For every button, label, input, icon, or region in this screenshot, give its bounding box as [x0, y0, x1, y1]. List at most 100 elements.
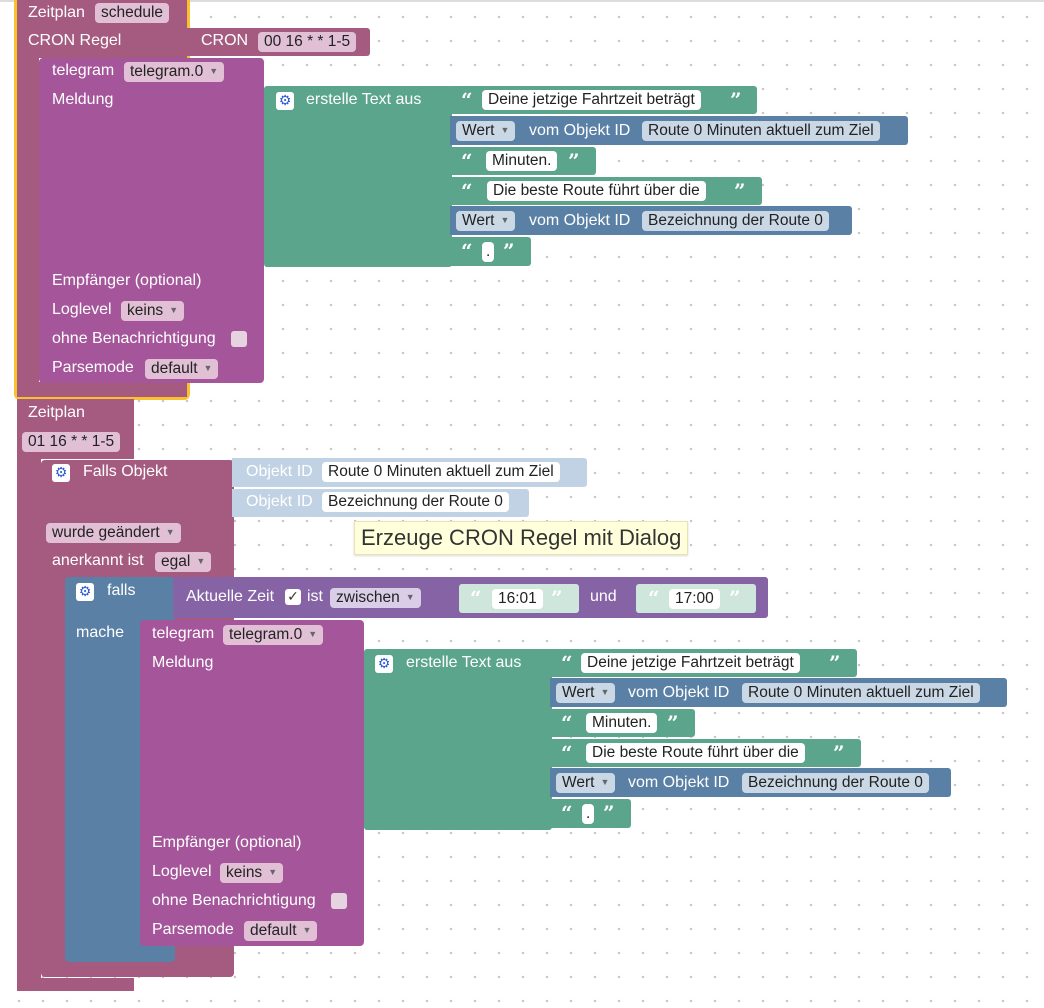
dropdown-arrow-icon: ▼ [500, 215, 510, 225]
parsemode-label: Parsemode [52, 359, 134, 376]
loglevel-dropdown[interactable]: keins ▼ [220, 863, 284, 883]
dropdown-arrow-icon: ▼ [203, 363, 213, 373]
erstelle-text-block-1[interactable] [264, 86, 452, 267]
tooltip: Erzeuge CRON Regel mit Dialog [354, 521, 689, 555]
ohne-benachrichtigung-checkbox[interactable] [231, 331, 247, 347]
objekt-id-field[interactable]: Route 0 Minuten aktuell zum Ziel [742, 683, 980, 703]
quote-open-icon: “ [561, 711, 573, 735]
wert-value: Wert [462, 212, 495, 229]
telegram-instance-dropdown[interactable]: telegram.0▼ [124, 62, 225, 82]
wert-dropdown[interactable]: Wert ▼ [556, 773, 616, 793]
loglevel-label: Loglevel [152, 863, 212, 880]
cron-expression-field[interactable]: 00 16 * * 1-5 [258, 32, 357, 52]
text-line-1-value[interactable]: Deine jetzige Fahrtzeit beträgt [482, 90, 701, 110]
text-line-2-value[interactable]: Minuten. [586, 713, 658, 733]
objekt-id-field[interactable]: Bezeichnung der Route 0 [742, 773, 929, 793]
schedule-field[interactable]: schedule [95, 3, 170, 23]
text-line-4-value[interactable]: . [582, 804, 595, 824]
quote-close-icon: ” [734, 179, 746, 203]
telegram-label: telegram [52, 62, 115, 79]
cron-expression-field[interactable]: 01 16 * * 1-5 [22, 432, 121, 452]
quote-close-icon: ” [730, 88, 742, 112]
zeitplan-block-2-spine[interactable] [17, 399, 41, 991]
quote-open-icon: “ [461, 239, 473, 263]
dropdown-arrow-icon: ▼ [405, 592, 415, 602]
dropdown-arrow-icon: ▼ [600, 777, 610, 787]
operator-dropdown[interactable]: zwischen ▼ [330, 588, 421, 608]
wert-value: Wert [562, 774, 595, 791]
quote-close-icon: ” [833, 741, 845, 765]
wert-dropdown[interactable]: Wert▼ [456, 121, 516, 141]
parsemode-label: Parsemode [152, 921, 234, 938]
erstelle-text-block-2[interactable] [364, 649, 552, 830]
parsemode-value: default [151, 360, 198, 377]
dropdown-arrow-icon: ▼ [500, 125, 510, 135]
dropdown-arrow-icon: ▼ [196, 556, 206, 566]
zeitplan-block-1-spine[interactable] [17, 0, 39, 397]
cron-row-bg[interactable] [17, 28, 195, 56]
loglevel-value: keins [127, 302, 164, 319]
workspace-top-border [0, 0, 1044, 2]
telegram-instance-value: telegram.0 [130, 63, 204, 80]
telegram-block-1[interactable] [39, 58, 264, 383]
telegram-instance-dropdown[interactable]: telegram.0▼ [223, 625, 324, 645]
gear-icon[interactable]: ⚙ [76, 583, 94, 601]
wert-dropdown[interactable]: Wert▼ [556, 683, 616, 703]
parsemode-value: default [250, 922, 297, 939]
cron-block-label: CRON [201, 32, 249, 49]
text-line-2-value[interactable]: Minuten. [486, 151, 558, 171]
quote-close-icon: ” [568, 149, 580, 173]
text-line-4-value[interactable]: . [482, 242, 495, 262]
vom-objekt-id-label: vom Objekt ID [628, 774, 730, 791]
loglevel-value: keins [226, 864, 263, 881]
objekt-id-field[interactable]: Route 0 Minuten aktuell zum Ziel [322, 462, 560, 482]
anerkannt-dropdown[interactable]: egal ▼ [155, 552, 212, 572]
gear-icon[interactable]: ⚙ [52, 464, 70, 482]
objekt-id-field[interactable]: Bezeichnung der Route 0 [642, 211, 829, 231]
objekt-id-label: Objekt ID [246, 463, 313, 480]
anerkannt-value: egal [161, 553, 191, 570]
gear-icon[interactable]: ⚙ [276, 92, 294, 110]
mache-label: mache [76, 624, 125, 641]
quote-open-icon: “ [470, 586, 482, 610]
erstelle-text-label: erstelle Text aus [306, 91, 422, 108]
quote-open-icon: “ [461, 179, 473, 203]
dropdown-arrow-icon: ▼ [302, 925, 312, 935]
erstelle-text-label: erstelle Text aus [406, 654, 522, 671]
quote-open-icon: “ [461, 88, 473, 112]
empfaenger-label: Empfänger (optional) [52, 272, 202, 289]
quote-open-icon: “ [561, 801, 573, 825]
text-line-3-value[interactable]: Die beste Route führt über die [487, 181, 706, 201]
dropdown-arrow-icon: ▼ [308, 629, 318, 639]
ohne-benachrichtigung-checkbox[interactable] [331, 893, 347, 909]
telegram-block-2[interactable] [140, 620, 364, 946]
quote-close-icon: ” [829, 651, 841, 675]
gear-icon[interactable]: ⚙ [375, 655, 393, 673]
text-line-1-value[interactable]: Deine jetzige Fahrtzeit beträgt [581, 653, 800, 673]
wert-dropdown[interactable]: Wert ▼ [456, 211, 516, 231]
vom-objekt-id-label: vom Objekt ID [529, 212, 631, 229]
objekt-id-field[interactable]: Bezeichnung der Route 0 [322, 492, 509, 512]
text-line-3-value[interactable]: Die beste Route führt über die [586, 743, 805, 763]
zeitplan-label: Zeitplan [28, 4, 85, 21]
time-from-field[interactable]: 16:01 [492, 589, 543, 609]
parsemode-dropdown[interactable]: default ▼ [244, 921, 318, 941]
wurde-geaendert-dropdown[interactable]: wurde geändert▼ [46, 523, 181, 543]
objekt-id-field[interactable]: Route 0 Minuten aktuell zum Ziel [642, 121, 880, 141]
und-label: und [590, 588, 617, 605]
quote-close-icon: ” [667, 711, 679, 735]
zeitplan-block-1-foot[interactable] [17, 382, 187, 397]
time-to-field[interactable]: 17:00 [669, 589, 720, 609]
ohne-benachrichtigung-label: ohne Benachrichtigung [52, 330, 216, 347]
operator-value: zwischen [336, 589, 400, 606]
quote-close-icon: ” [551, 586, 563, 610]
quote-open-icon: “ [561, 741, 573, 765]
loglevel-dropdown[interactable]: keins▼ [121, 301, 185, 321]
zeitplan-block-2-foot[interactable] [17, 978, 134, 991]
dropdown-arrow-icon: ▼ [268, 867, 278, 877]
parsemode-dropdown[interactable]: default ▼ [145, 359, 219, 379]
meldung-label: Meldung [52, 91, 114, 108]
aktuelle-zeit-checkbox[interactable]: ✓ [285, 589, 301, 605]
telegram-label: telegram [152, 625, 215, 642]
aktuelle-zeit-label: Aktuelle Zeit [186, 588, 275, 605]
